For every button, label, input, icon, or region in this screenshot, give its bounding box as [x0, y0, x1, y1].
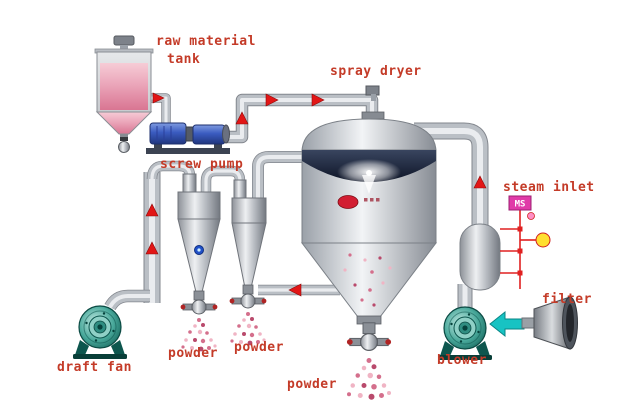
label-filter: filter — [542, 292, 592, 307]
flow-arrow-right-1 — [265, 93, 279, 107]
atomizer-lamp — [366, 170, 372, 176]
label-draft-fan: draft fan — [57, 360, 132, 375]
flow-arrow-stack-1 — [145, 203, 159, 217]
ms-instrument-box — [508, 195, 532, 211]
label-spray-dryer: spray dryer — [330, 64, 422, 79]
steam-valve — [517, 270, 523, 276]
brand-badge — [337, 195, 359, 209]
pressure-gauge-icon — [535, 232, 551, 248]
drain-valve — [118, 141, 130, 153]
instrument-bubble — [527, 212, 535, 220]
filter-mouth — [566, 304, 574, 342]
flow-arrow-tank-out — [152, 92, 165, 104]
label-steam-inlet: steam inlet — [503, 180, 595, 195]
cyclone1-barrel — [177, 191, 221, 220]
pump-motor — [149, 122, 187, 145]
label-raw-material-tank-line1: raw material — [156, 34, 256, 49]
steam-valve — [517, 248, 523, 254]
steam-piping: MS — [500, 195, 551, 289]
cyclone2-cone — [231, 222, 267, 289]
rotary-valve-dryer — [346, 322, 392, 351]
air-filter — [521, 296, 578, 350]
raw-material-tank — [94, 35, 154, 153]
brand-mark — [370, 198, 374, 202]
tank-cone — [95, 111, 153, 135]
cyclone1-outlet-tube — [182, 173, 197, 195]
tank-liquid — [100, 63, 148, 110]
flow-arrow-right-2 — [311, 93, 325, 107]
label-powder-2: powder — [234, 340, 284, 355]
feed-flange — [361, 111, 385, 120]
heater-shell — [459, 223, 501, 291]
flow-arrow-up-riser — [235, 111, 249, 125]
spray-cone — [362, 175, 376, 194]
steam-valve — [517, 226, 523, 232]
atomizer-shaft — [371, 94, 376, 101]
agitator-motor-icon — [113, 35, 135, 46]
brand-mark — [376, 198, 380, 202]
cyclone1-logo-dot — [197, 248, 201, 252]
cyclone-separator-1 — [177, 173, 221, 293]
spray-dryer — [300, 85, 438, 325]
flow-arrow-hot-air — [473, 175, 487, 189]
cyclone1-cone — [177, 218, 221, 293]
cyclone2-outlet-tube — [233, 179, 247, 200]
agitator-shaft — [120, 45, 128, 51]
pump-body — [192, 124, 226, 145]
label-powder-1: powder — [168, 346, 218, 361]
pump-coupling — [185, 126, 194, 142]
rotary-valve-cyclone1 — [180, 290, 218, 315]
brand-mark — [364, 198, 368, 202]
draft-fan-outlet-pipe — [110, 296, 150, 307]
air-heater — [459, 223, 501, 291]
label-raw-material-tank-line2: tank — [167, 52, 200, 67]
flow-arrow-cone-left — [288, 283, 302, 297]
drain-valve-handle — [120, 137, 128, 141]
label-blower: blower — [437, 353, 487, 368]
ms-instrument-tag: MS — [515, 200, 526, 210]
pump-base — [146, 148, 230, 154]
pump-outlet-flange — [222, 124, 230, 144]
label-powder-3: powder — [287, 377, 337, 392]
air-flow-arrow — [489, 310, 525, 338]
cyclone2-barrel — [231, 197, 267, 224]
pump-foot — [154, 144, 162, 149]
atomizer-motor-icon — [365, 85, 380, 96]
draft-fan — [72, 305, 128, 360]
cone-powder-speckles — [343, 253, 392, 307]
powder-pile-dryer — [347, 358, 391, 400]
dryer-dome — [301, 118, 437, 153]
dryer-cone — [300, 242, 438, 318]
screw-pump — [146, 122, 230, 154]
pump-foot — [214, 144, 222, 149]
flow-arrow-stack-2 — [145, 241, 159, 255]
label-screw-pump: screw pump — [160, 157, 243, 172]
